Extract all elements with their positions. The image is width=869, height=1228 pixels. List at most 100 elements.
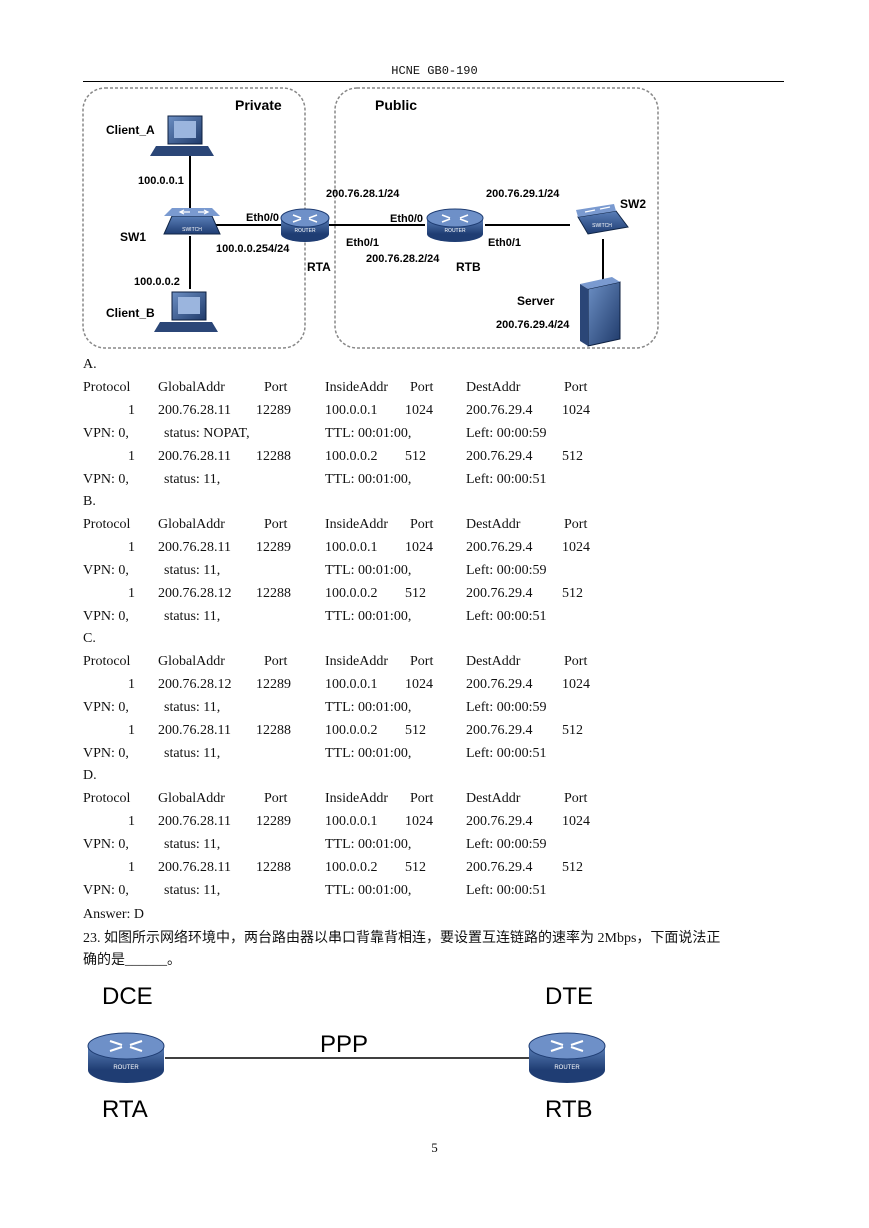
option-vpn-cell: TTL: 00:01:00, — [325, 472, 412, 487]
rta-label: RTA — [102, 1096, 148, 1120]
svg-text:ROUTER: ROUTER — [554, 1065, 580, 1071]
option-row-cell: 100.0.0.1 — [325, 540, 378, 555]
option-header-cell: Port — [564, 380, 588, 395]
option-header-cell: Port — [564, 654, 588, 669]
rta-eth01-label: Eth0/1 — [346, 237, 379, 249]
option-header-cell: InsideAddr — [325, 654, 388, 669]
option-vpn-cell: VPN: 0, — [83, 426, 129, 441]
option-row-cell: 12288 — [256, 860, 291, 875]
option-header-cell: Protocol — [83, 654, 131, 669]
option-vpn-cell: Left: 00:00:51 — [466, 746, 547, 761]
option-row-cell: 1 — [128, 540, 135, 555]
option-row-cell: 1024 — [405, 403, 433, 418]
option-vpn-cell: TTL: 00:01:00, — [325, 700, 412, 715]
option-row-cell: 12288 — [256, 449, 291, 464]
option-row-cell: 200.76.28.12 — [158, 677, 232, 692]
option-vpn-cell: TTL: 00:01:00, — [325, 609, 412, 624]
option-header-cell: Port — [410, 380, 434, 395]
option-row-cell: 1 — [128, 403, 135, 418]
option-row-cell: 100.0.0.1 — [325, 814, 378, 829]
option-header-cell: Protocol — [83, 517, 131, 532]
rtb-eth01-label: Eth0/1 — [488, 237, 521, 249]
option-header-cell: Port — [264, 517, 288, 532]
option-row-cell: 100.0.0.1 — [325, 403, 378, 418]
option-letter: C. — [83, 631, 96, 646]
option-row-cell: 1 — [128, 586, 135, 601]
option-vpn-cell: status: 11, — [164, 472, 221, 487]
rta-router-icon: ROUTER — [280, 208, 330, 242]
option-header-cell: Port — [564, 791, 588, 806]
option-header-cell: InsideAddr — [325, 380, 388, 395]
rtb-eth00-label: Eth0/0 — [390, 213, 423, 225]
option-row-cell: 1024 — [405, 677, 433, 692]
option-row-cell: 200.76.28.12 — [158, 586, 232, 601]
option-letter: B. — [83, 494, 96, 509]
rta-label: RTA — [307, 260, 331, 274]
option-row-cell: 512 — [405, 449, 426, 464]
option-vpn-cell: TTL: 00:01:00, — [325, 746, 412, 761]
option-row-cell: 100.0.0.2 — [325, 586, 378, 601]
private-zone-label: Private — [235, 97, 282, 113]
option-row-cell: 200.76.29.4 — [466, 403, 533, 418]
option-row-cell: 1 — [128, 723, 135, 738]
sw1-switch-icon: SWITCH — [163, 208, 221, 235]
option-row-cell: 12289 — [256, 403, 291, 418]
option-row-cell: 1024 — [562, 540, 590, 555]
option-letter: A. — [83, 357, 97, 372]
option-row-cell: 12289 — [256, 814, 291, 829]
option-row-cell: 1024 — [405, 540, 433, 555]
option-vpn-cell: TTL: 00:01:00, — [325, 563, 412, 578]
rta-eth00-label: Eth0/0 — [246, 212, 279, 224]
svg-text:ROUTER: ROUTER — [113, 1065, 139, 1071]
option-row-cell: 100.0.0.2 — [325, 860, 378, 875]
option-row-cell: 512 — [405, 860, 426, 875]
option-row-cell: 512 — [562, 860, 583, 875]
option-vpn-cell: status: 11, — [164, 883, 221, 898]
option-header-cell: Port — [564, 517, 588, 532]
option-row-cell: 12289 — [256, 540, 291, 555]
rta-lan-ip: 100.0.0.254/24 — [216, 243, 290, 255]
option-vpn-cell: Left: 00:00:51 — [466, 472, 547, 487]
option-vpn-cell: TTL: 00:01:00, — [325, 837, 412, 852]
option-letter: D. — [83, 768, 97, 783]
client-b-icon — [154, 291, 218, 332]
sw2-label: SW2 — [620, 197, 646, 211]
option-vpn-cell: Left: 00:00:51 — [466, 883, 547, 898]
option-header-cell: DestAddr — [466, 654, 521, 669]
option-vpn-cell: Left: 00:00:59 — [466, 837, 547, 852]
svg-text:SWITCH: SWITCH — [182, 227, 202, 233]
option-header-cell: DestAddr — [466, 380, 521, 395]
option-header-cell: GlobalAddr — [158, 654, 225, 669]
option-row-cell: 12288 — [256, 586, 291, 601]
option-row-cell: 512 — [562, 449, 583, 464]
question-23-line1: 23. 如图所示网络环境中，两台路由器以串口背靠背相连，要设置互连链路的速率为 … — [83, 931, 721, 946]
rtb-lan-ip: 200.76.29.1/24 — [486, 188, 560, 200]
rtb-label: RTB — [456, 260, 481, 274]
option-row-cell: 12289 — [256, 677, 291, 692]
rtb-router-icon: ROUTER — [528, 1032, 606, 1083]
option-vpn-cell: TTL: 00:01:00, — [325, 883, 412, 898]
ppp-link-diagram: ROUTER ROUTER DCE DTE PPP RTA RTB — [87, 983, 606, 1120]
option-row-cell: 1024 — [405, 814, 433, 829]
option-header-cell: DestAddr — [466, 791, 521, 806]
option-row-cell: 512 — [562, 586, 583, 601]
rtb-wan-ip: 200.76.28.2/24 — [366, 253, 440, 265]
option-row-cell: 200.76.28.11 — [158, 449, 231, 464]
client-a-icon — [150, 115, 214, 156]
option-header-cell: Port — [264, 654, 288, 669]
rta-router-icon: ROUTER — [87, 1032, 165, 1083]
option-header-cell: GlobalAddr — [158, 517, 225, 532]
option-row-cell: 200.76.29.4 — [466, 540, 533, 555]
option-row-cell: 200.76.29.4 — [466, 814, 533, 829]
option-vpn-cell: status: 11, — [164, 700, 221, 715]
option-vpn-cell: VPN: 0, — [83, 746, 129, 761]
option-row-cell: 200.76.29.4 — [466, 723, 533, 738]
option-row-cell: 1 — [128, 860, 135, 875]
option-header-cell: GlobalAddr — [158, 380, 225, 395]
rtb-label: RTB — [545, 1096, 593, 1120]
option-row-cell: 1 — [128, 677, 135, 692]
header-rule — [83, 81, 784, 82]
option-header-cell: Protocol — [83, 380, 131, 395]
client-b-label: Client_B — [106, 306, 155, 320]
option-header-cell: Port — [410, 517, 434, 532]
